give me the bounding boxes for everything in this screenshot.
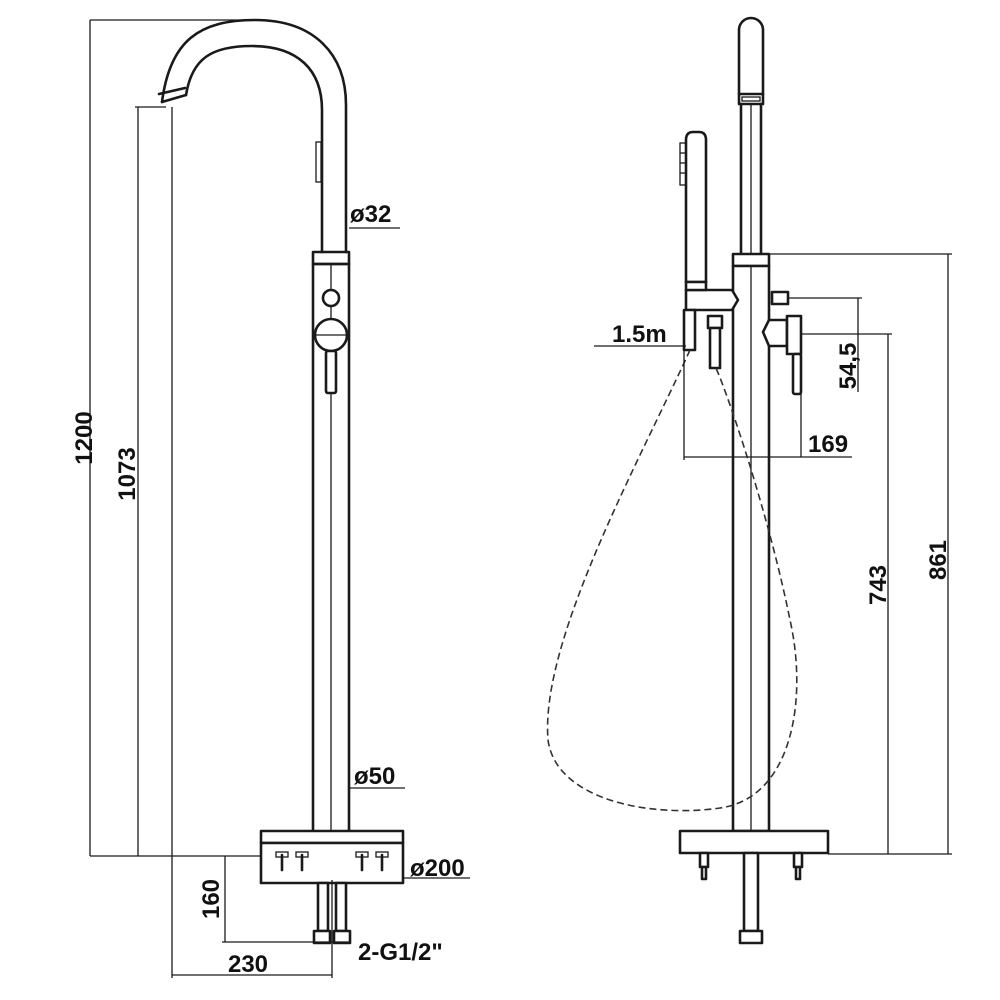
dim-spout-reach: 230 [228, 951, 268, 978]
hand-shower-spray-face [679, 142, 687, 186]
dim-tube-upper-dia: ø32 [350, 201, 391, 228]
spout-outer-curve [160, 18, 348, 254]
spout-inner-curve [184, 44, 324, 254]
supply-pipes [312, 881, 352, 945]
shower-holder [684, 288, 740, 312]
dim-depth-below: 160 [198, 879, 225, 919]
dim-spout-height: 1073 [114, 447, 141, 500]
dim-tube-lower-dia: ø50 [354, 763, 395, 790]
dim-base-dia: ø200 [410, 855, 465, 882]
diverter-knob [321, 288, 341, 308]
holder-stem [682, 308, 697, 352]
dim-holder-height: 861 [925, 540, 952, 580]
side-top-tube [737, 16, 765, 96]
spout-tip-ring [157, 86, 187, 96]
hand-shower [684, 130, 708, 284]
front-view: 1200 1073 ø32 ø50 ø200 160 230 2-G1/2" [71, 18, 470, 978]
hose-outlet [706, 314, 724, 330]
dim-handle-reach: 169 [808, 431, 848, 458]
side-bolts [698, 851, 804, 881]
dim-hose-length: 1.5m [612, 321, 667, 348]
base-bolts [275, 851, 389, 872]
side-mixer-collar [731, 252, 771, 268]
spout-side-detail [315, 141, 322, 183]
dim-connections: 2-G1/2" [358, 939, 443, 966]
side-supply-pipe [742, 851, 760, 933]
side-view: 1.5m 54,5 169 743 861 [546, 16, 952, 945]
side-diverter-nut [770, 290, 790, 306]
side-mixer-lever [791, 352, 803, 396]
collar-upper [311, 250, 351, 266]
mixer-handle-lever [324, 349, 338, 395]
dim-handle-height: 54,5 [835, 343, 862, 390]
base-plate [259, 841, 405, 885]
side-base-plate [678, 829, 830, 855]
side-mixer-handle-hub [761, 318, 789, 348]
front-dimension-lines [89, 19, 470, 978]
dim-mixer-height: 743 [865, 565, 892, 605]
dim-height-total: 1200 [71, 411, 98, 464]
side-dimension-lines [594, 253, 952, 855]
base-plate-top [259, 829, 405, 845]
shower-hose [546, 349, 798, 812]
